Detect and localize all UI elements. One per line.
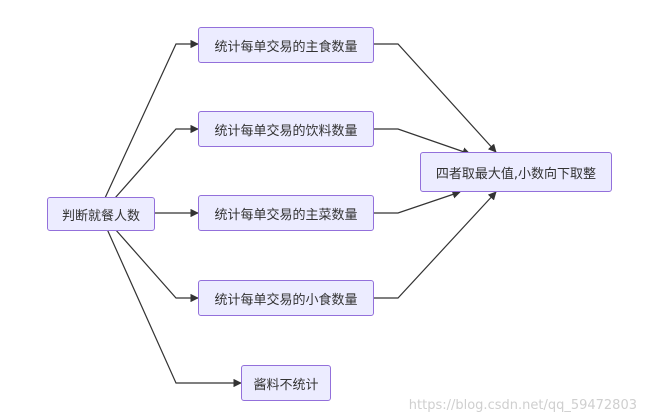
node-sauce-not-counted: 酱料不统计	[241, 365, 331, 401]
edge-snack-to-result	[374, 191, 497, 299]
edge-start-to-staple	[104, 39, 199, 199]
node-count-snack-label: 统计每单交易的小食数量	[214, 292, 358, 308]
node-count-drinks-label: 统计每单交易的饮料数量	[214, 123, 358, 139]
node-take-max-floor: 四者取最大值,小数向下取整	[420, 152, 612, 192]
edge-start-to-snack	[114, 228, 199, 303]
edge-main-dish-to-result	[374, 190, 461, 214]
node-sauce-not-counted-label: 酱料不统计	[253, 377, 319, 393]
node-take-max-floor-label: 四者取最大值,小数向下取整	[435, 166, 597, 182]
node-count-staple: 统计每单交易的主食数量	[198, 27, 374, 63]
edge-drinks-to-result	[374, 128, 471, 156]
node-judge-diners-label: 判断就餐人数	[61, 208, 140, 224]
node-count-main-dish: 统计每单交易的主菜数量	[198, 195, 374, 231]
node-count-snack: 统计每单交易的小食数量	[198, 280, 374, 316]
watermark-url: https://blog.csdn.net/qq_59472803	[408, 398, 637, 413]
edge-start-to-drinks	[114, 124, 199, 199]
node-count-drinks: 统计每单交易的饮料数量	[198, 111, 374, 147]
node-count-main-dish-label: 统计每单交易的主菜数量	[214, 207, 358, 223]
node-count-staple-label: 统计每单交易的主食数量	[214, 39, 358, 55]
node-judge-diners: 判断就餐人数	[47, 197, 155, 231]
edge-start-to-sauce	[106, 228, 242, 388]
edge-staple-to-result	[374, 43, 497, 153]
